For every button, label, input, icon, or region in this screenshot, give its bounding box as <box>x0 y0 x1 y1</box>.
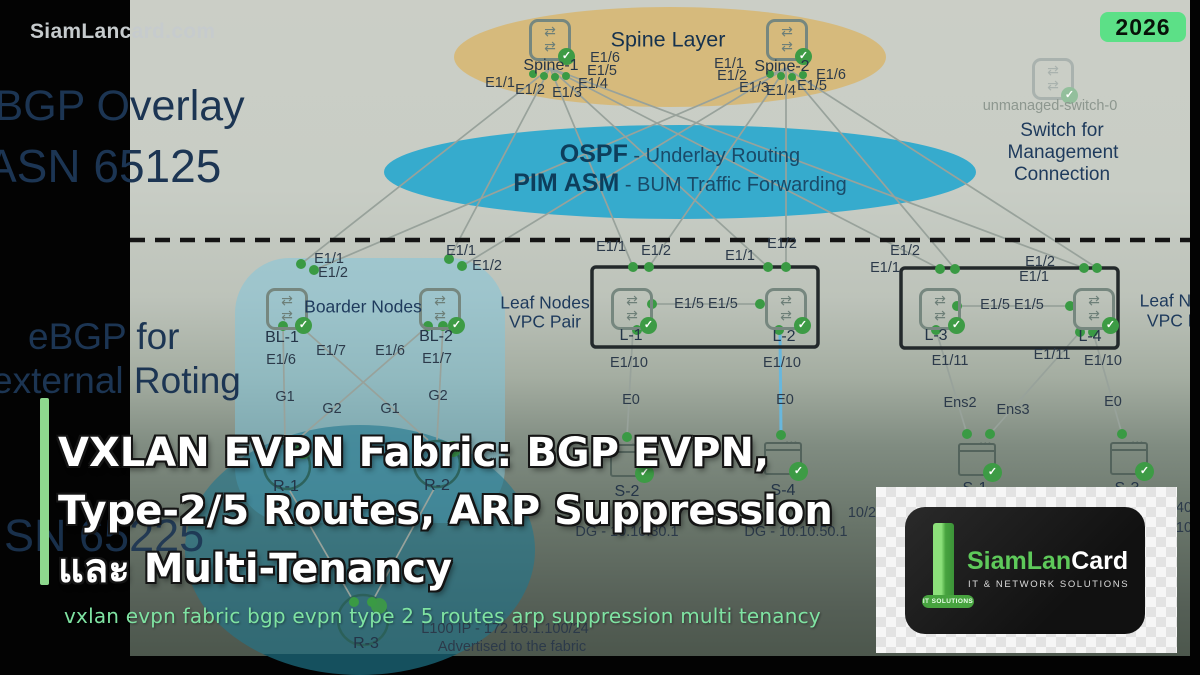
site-watermark: SiamLancard.com <box>30 20 216 43</box>
teal-circle-bottom <box>263 654 457 675</box>
logo-pill: IT SOLUTIONS <box>922 595 974 608</box>
right-letterbox-bar <box>1190 0 1200 675</box>
logo-inner-card: SiamLanCard IT & NETWORK SOLUTIONS IT SO… <box>905 507 1145 634</box>
title-line-1: VXLAN EVPN Fabric: BGP EVPN, <box>58 430 770 476</box>
ebgp-overlay-text: eBGP for <box>28 316 180 357</box>
logo-wordmark: SiamLanCard <box>967 547 1129 575</box>
router-icons <box>262 439 462 647</box>
title-line-2: Type-2/5 Routes, ARP Suppression <box>58 488 833 534</box>
siamlancard-logo-card: SiamLanCard IT & NETWORK SOLUTIONS IT SO… <box>876 487 1177 653</box>
spine-zone-ellipse <box>454 7 886 107</box>
asn-bottom-text: SN 65225 <box>4 510 205 561</box>
logo-tagline: IT & NETWORK SOLUTIONS <box>968 579 1130 590</box>
ibgp-overlay-text: iBGP Overlay <box>0 82 245 130</box>
video-title: VXLAN EVPN Fabric: BGP EVPN, Type-2/5 Ro… <box>58 424 833 598</box>
keyword-subtitle: vxlan evpn fabric bgp evpn type 2 5 rout… <box>64 604 821 628</box>
underlay-caption: OSPF - Underlay Routing PIM ASM - BUM Tr… <box>513 140 847 197</box>
underlay-ellipse <box>384 125 976 219</box>
year-badge: 2026 <box>1100 12 1186 42</box>
logo-bar-icon <box>933 523 954 603</box>
ebgp-overlay-text2: external Roting <box>0 360 241 401</box>
vpc-pair-boxes <box>590 265 1120 350</box>
pim-label: PIM ASM <box>513 169 620 197</box>
title-line-3: และ Multi-Tenancy <box>58 546 453 592</box>
fabric-links <box>282 67 1123 603</box>
title-accent-bar <box>40 398 49 585</box>
ibgp-asn-text: ASN 65125 <box>0 140 222 192</box>
left-letterbox-bar <box>0 0 130 675</box>
ospf-label: OSPF <box>559 140 628 168</box>
